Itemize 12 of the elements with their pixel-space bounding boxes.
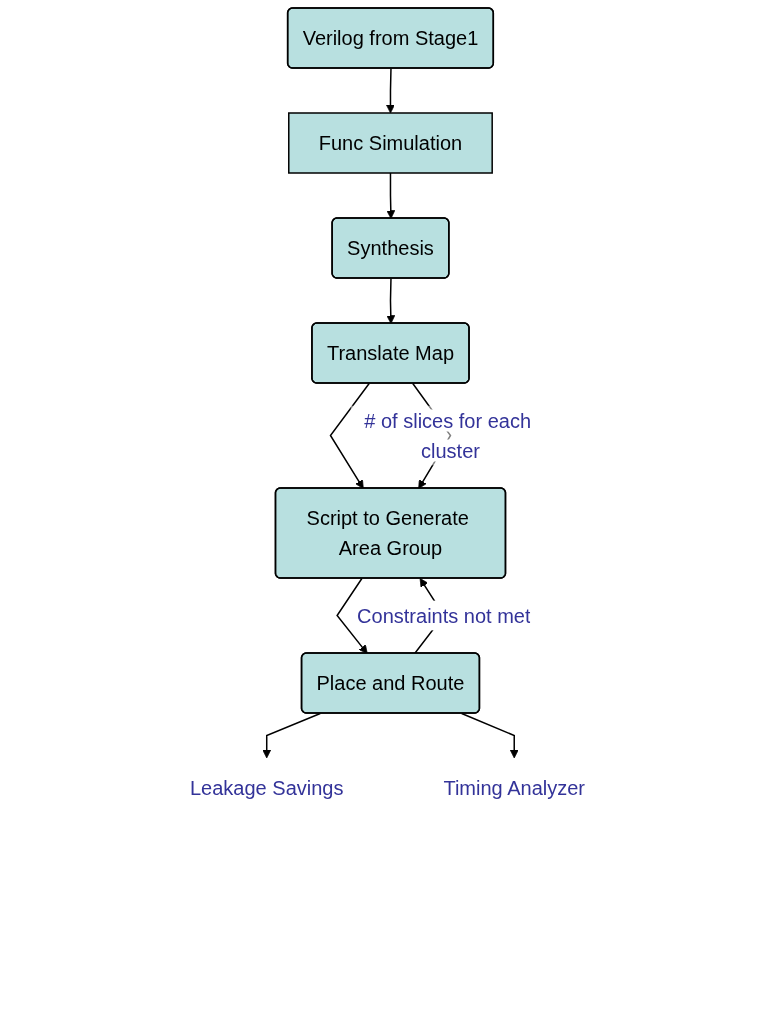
arrow (335, 577, 368, 654)
arrow (385, 277, 395, 324)
node-text: Leakage Savings (189, 777, 343, 799)
arrow (385, 67, 395, 114)
node-text: Timing Analyzer (442, 777, 585, 799)
arrow (460, 712, 519, 759)
edge-label: # of slices for each cluster (363, 409, 531, 462)
edge-label: Constraints not met (356, 604, 531, 627)
node-box: Func Simulation (287, 112, 493, 174)
arrow (329, 382, 370, 489)
arrow (261, 712, 321, 759)
arrow (385, 172, 395, 219)
